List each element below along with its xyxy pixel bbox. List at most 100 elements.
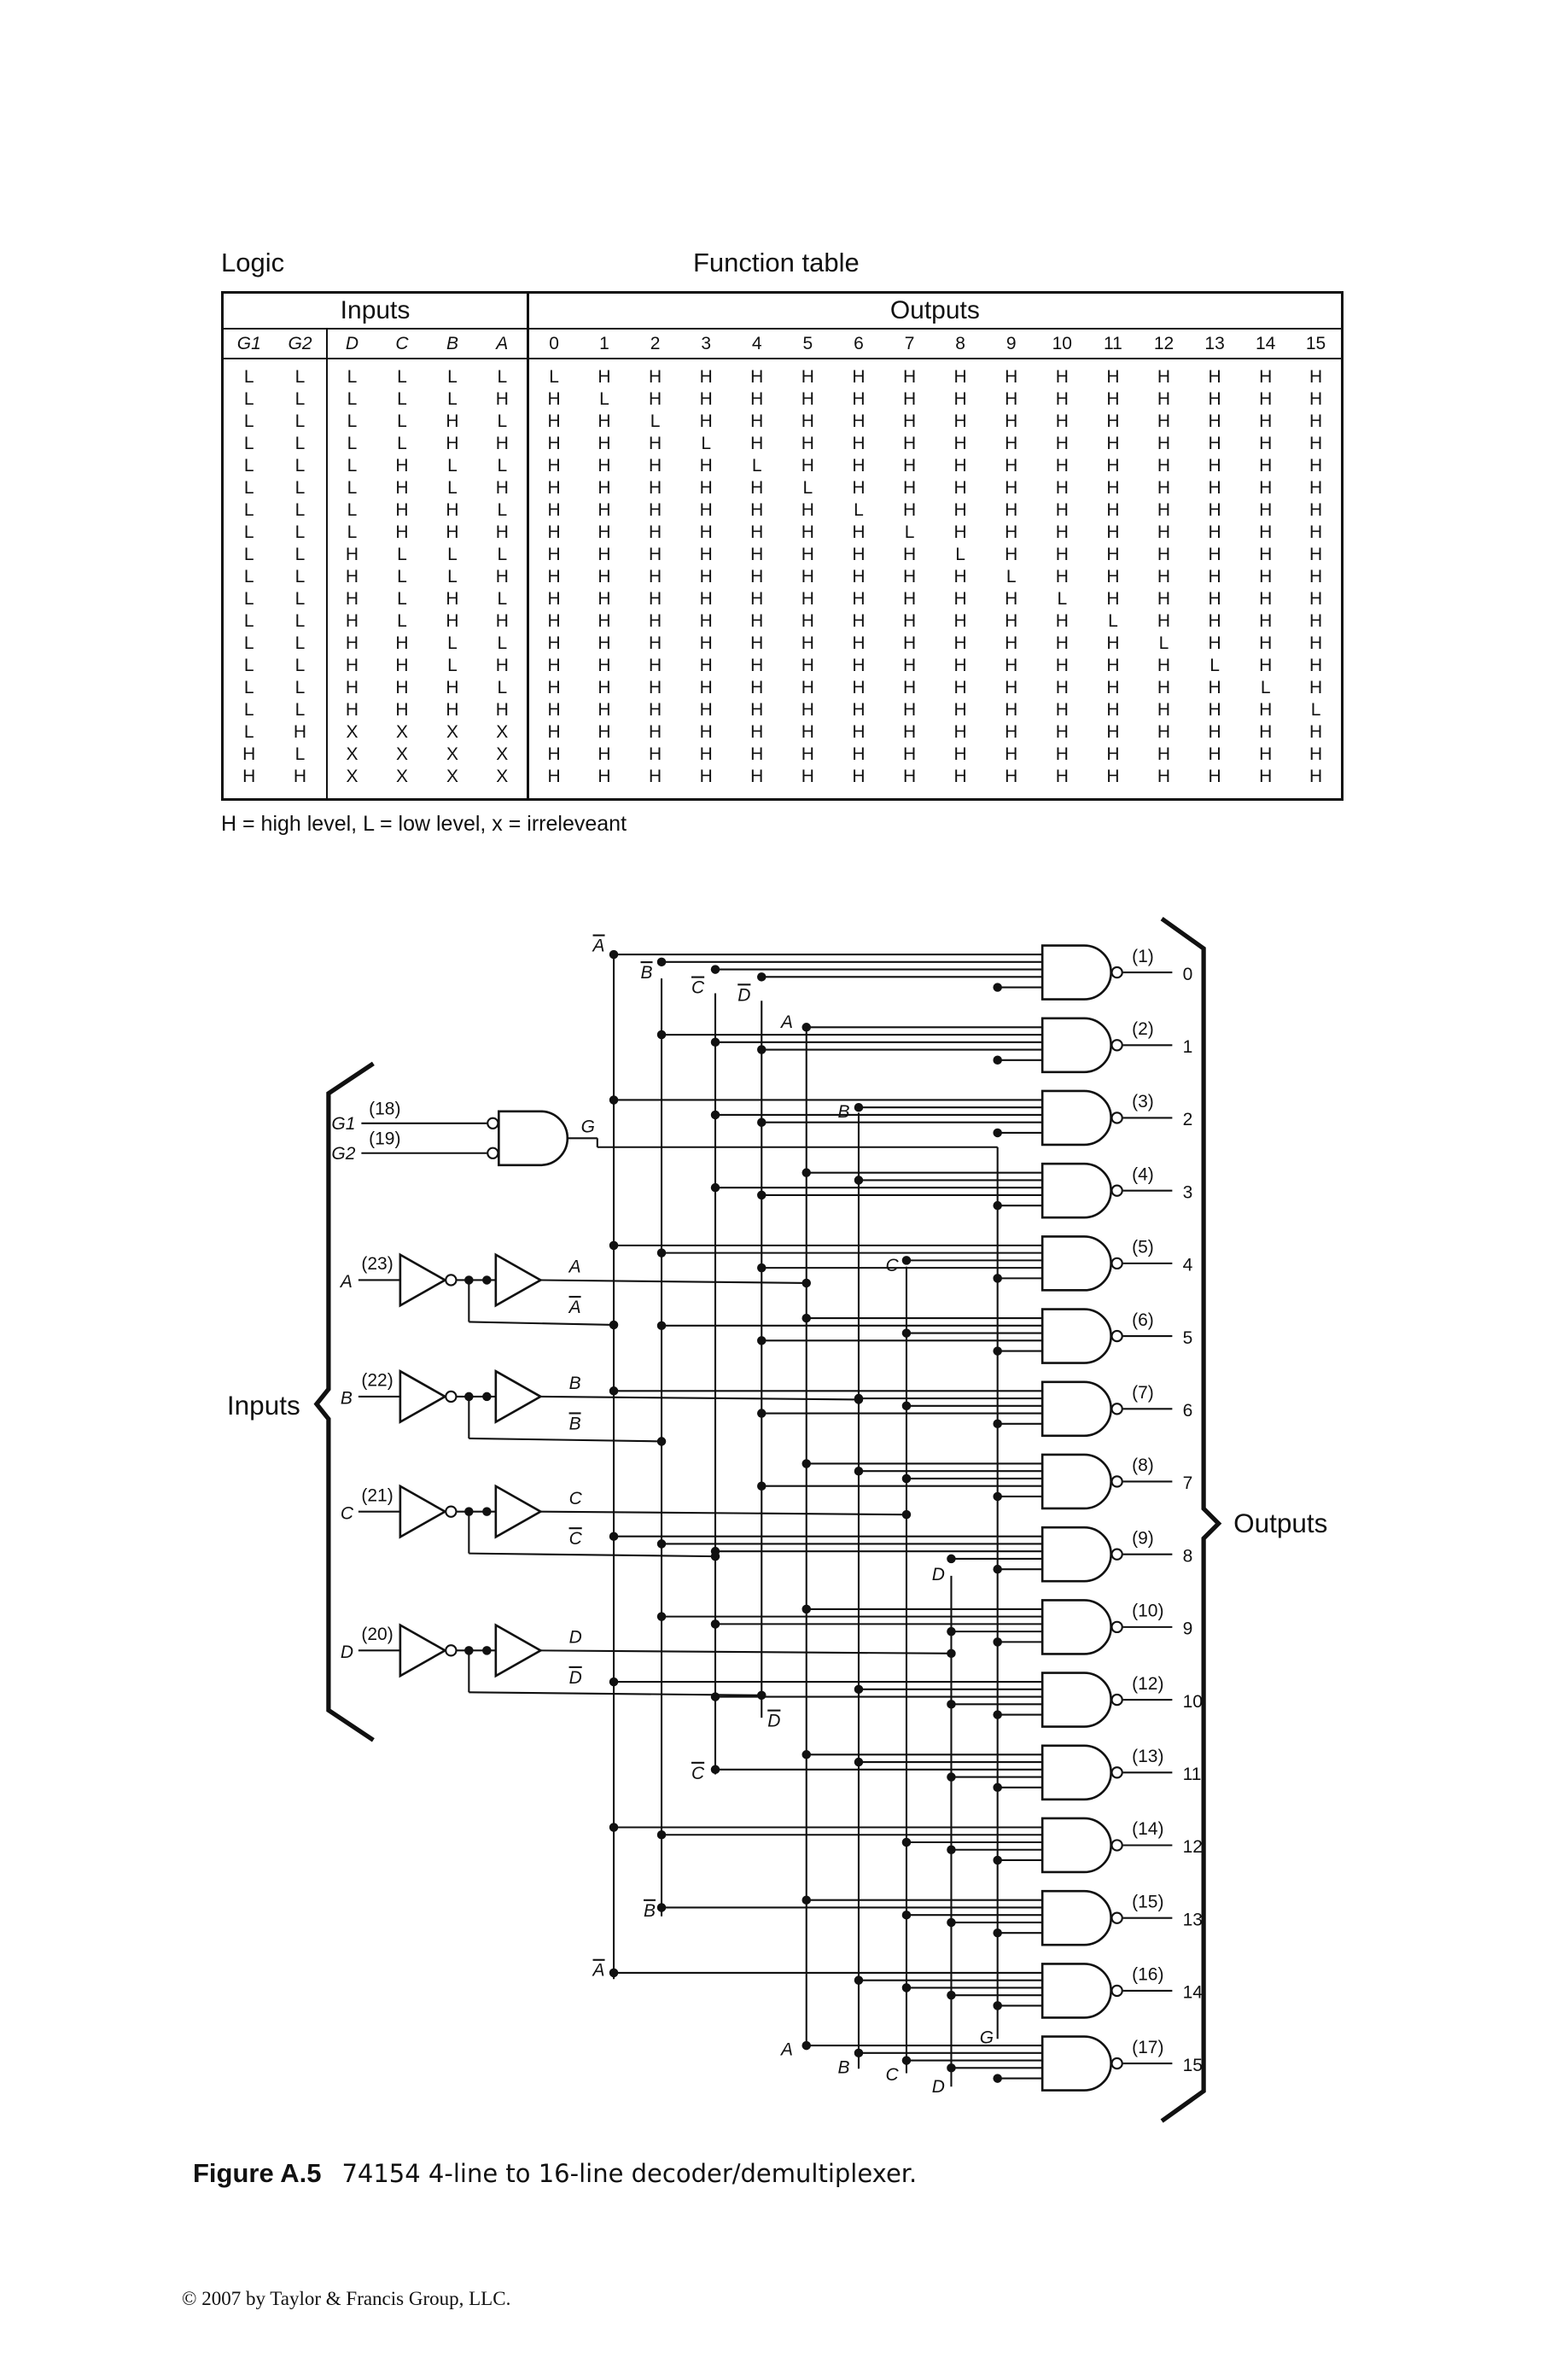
junction-dot [757,1481,767,1491]
input-cell: X [477,744,530,766]
input-cell: H [446,522,459,542]
nand-gate-body [1040,1963,1112,2019]
output-cell: H [902,656,917,675]
nand-gate-body [1040,1017,1112,1074]
column-header-output-3: 3 [680,329,732,359]
output-cell: H [1005,611,1018,631]
output-cell: H [1106,633,1120,653]
output-cell: H [1005,633,1018,653]
output-cell: H [801,767,814,786]
inversion-bubble [1110,1693,1123,1707]
input-cell: L [477,411,530,433]
output-cell: H [1106,456,1120,476]
output-cell: H [1208,633,1221,653]
output-cell: H [1106,700,1120,720]
junction-dot [901,1837,912,1847]
output-cell: L [1260,678,1271,697]
column-header-output-6: 6 [833,329,884,359]
output-cell: H [953,722,967,742]
output-cell: H [648,545,662,564]
input-cell: L [243,478,254,498]
output-cell: H [1157,545,1171,564]
enable-input-label: G2 [331,1144,355,1164]
junction-dot [947,1917,956,1928]
input-cell: L [397,567,407,586]
output-label: 11 [1183,1765,1202,1784]
output-cell: H [1157,678,1171,697]
input-cell: L [274,677,328,699]
output-cell: H [648,589,662,609]
input-cell: L [447,478,458,498]
junction-dot [993,1491,1002,1502]
inversion-bubble [1110,1184,1123,1197]
nand-gate-14 [1040,1963,1123,2019]
output-cell: H [1157,722,1171,742]
output-cell: H [648,478,662,498]
nand-gate-1 [1040,1017,1123,1074]
figure-label: Figure A.5 [193,2158,322,2188]
output-cell: H [1309,522,1323,542]
junction-dot [757,1190,767,1200]
output-cell: H [1106,589,1120,609]
input-cell: H [395,678,409,697]
column-header-a: A [477,329,530,359]
nand-gate-body [1040,1526,1112,1583]
output-cell: H [1259,522,1273,542]
output-cell: H [699,678,713,697]
complement-signal-label: A [568,1298,581,1317]
figure-caption-text: 74154 4-line to 16-line decoder/demultip… [341,2159,918,2188]
output-cell: H [750,633,764,653]
output-cell: H [1208,545,1221,564]
inversion-bubble [445,1390,458,1403]
junction-dot [710,1619,720,1629]
input-cell: X [477,766,530,800]
output-cell: H [852,411,866,431]
inversion-bubble [1110,1403,1123,1415]
buffer [494,1252,543,1308]
output-cell: H [648,456,662,476]
output-cell: H [801,522,814,542]
output-cell: L [1108,611,1118,631]
output-cell: H [1208,411,1221,431]
output-cell: H [750,522,764,542]
output-cell: H [953,411,967,431]
output-cell: H [801,700,814,720]
output-cell: H [953,589,967,609]
output-cell: H [750,656,764,675]
input-cell: L [274,588,328,610]
output-cell: H [801,656,814,675]
junction-dot [757,1690,767,1701]
input-cell: L [397,411,407,431]
output-cell: H [1309,411,1323,431]
output-cell: H [1309,478,1323,498]
nand-gate-body [1040,1308,1112,1364]
output-cell: H [1208,678,1221,697]
output-cell: H [1309,500,1323,520]
output-cell: H [801,456,814,476]
nand-gate-9 [1040,1599,1123,1655]
junction-dot [801,1023,811,1032]
junction-dot [993,1055,1002,1065]
output-cell: H [597,411,611,431]
output-cell: L [751,456,762,476]
nand-gate-5 [1040,1308,1123,1364]
nand-gate-body [1040,944,1112,1001]
junction-dot [710,1037,720,1047]
bus-label: B [837,2057,849,2077]
output-cell: H [1005,478,1018,498]
output-cell: H [1005,456,1018,476]
output-cell: H [1106,722,1120,742]
output-cell: H [648,656,662,675]
bus-label: B [837,1102,849,1122]
output-cell: H [1208,567,1221,586]
output-cell: H [547,633,561,653]
output-cell: H [902,700,917,720]
output-cell: H [902,678,917,697]
junction-dot [993,1928,1002,1938]
input-cell: H [345,678,359,697]
output-cell: H [902,434,917,453]
input-cell: L [347,478,358,498]
output-cell: H [902,500,917,520]
output-cell: H [1106,478,1120,498]
junction-dot [656,1030,667,1040]
